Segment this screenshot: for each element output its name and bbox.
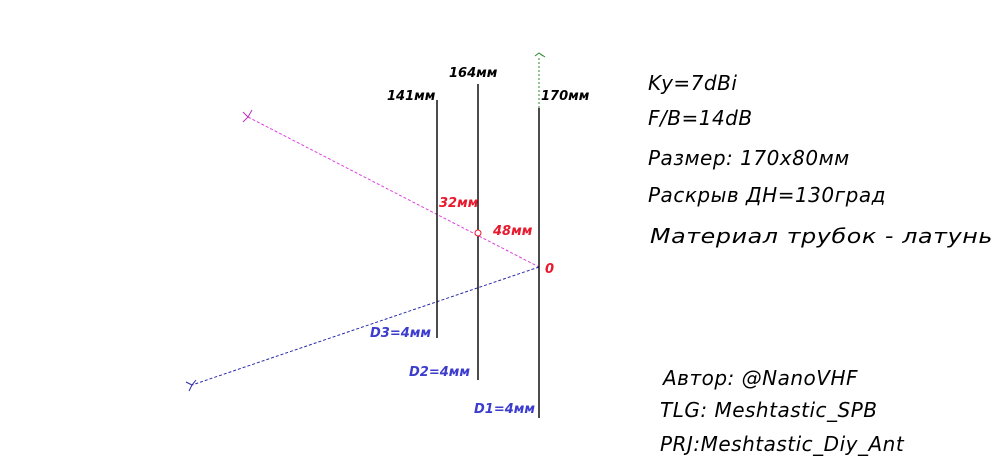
director-length-label: 141мм bbox=[387, 89, 436, 104]
spec-material: Материал трубок - латунь bbox=[650, 224, 993, 248]
guide-upper-end-icon bbox=[242, 109, 253, 123]
guide-line-upper bbox=[247, 116, 540, 268]
spec-gain: Ky=7dBi bbox=[648, 71, 737, 95]
feed-point-marker bbox=[474, 229, 482, 237]
spec-beamwidth: Раскрыв ДН=130град bbox=[648, 183, 886, 207]
spacing-48-label: 48мм bbox=[492, 224, 533, 239]
driven-diameter-label: D2=4мм bbox=[409, 365, 470, 380]
spec-size: Размер: 170х80мм bbox=[648, 146, 850, 170]
axis-arrow-icon bbox=[534, 52, 546, 58]
reflector-diameter-label: D1=4мм bbox=[474, 402, 535, 417]
spacing-32-label: 32мм bbox=[439, 196, 479, 211]
credit-project: PRJ:Meshtastic_Diy_Ant bbox=[660, 432, 905, 456]
credit-author: Автор: @NanoVHF bbox=[661, 366, 858, 390]
spec-front-back: F/B=14dB bbox=[648, 106, 753, 130]
reflector-length-label: 170мм bbox=[541, 89, 590, 104]
driven-length-label: 164мм bbox=[449, 66, 498, 81]
origin-label: 0 bbox=[545, 262, 554, 277]
guide-line-lower bbox=[191, 266, 540, 386]
director-diameter-label: D3=4мм bbox=[370, 326, 431, 341]
guide-lower-end-icon bbox=[185, 379, 197, 392]
credit-telegram: TLG: Meshtastic_SPB bbox=[660, 398, 878, 422]
